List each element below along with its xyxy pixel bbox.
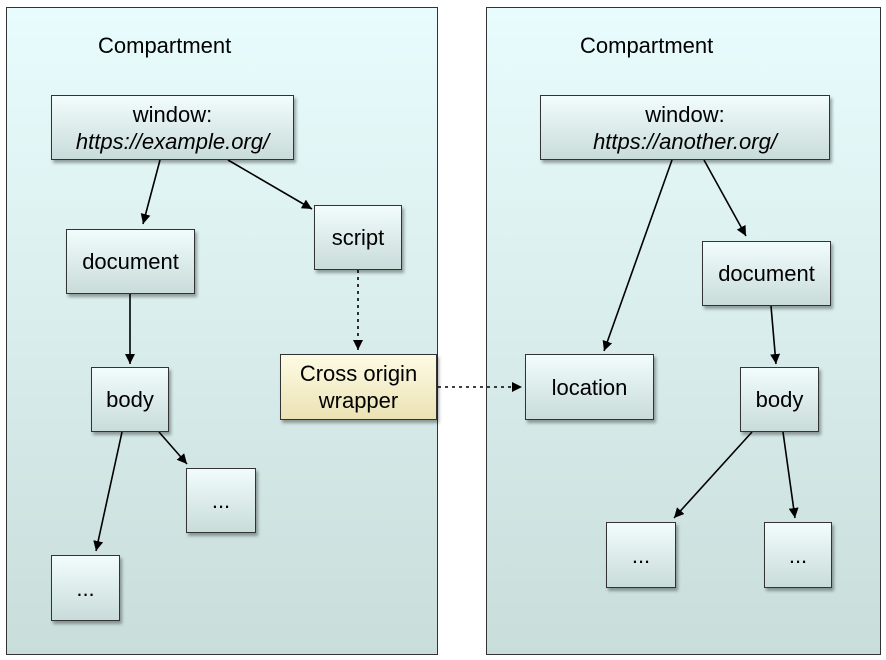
- right-document-node: document: [702, 241, 831, 306]
- right-document-label: document: [718, 261, 815, 286]
- left-compartment-title: Compartment: [98, 33, 232, 58]
- left-child-a-node: ...: [51, 555, 120, 621]
- right-window-url: https://another.org/: [593, 128, 777, 154]
- edge-body-child-a-left: [93, 431, 123, 552]
- script-node: script: [314, 205, 402, 270]
- edge-window-location: [602, 159, 673, 352]
- right-compartment-title: Compartment: [580, 33, 714, 58]
- left-child-b-node: ...: [186, 468, 256, 533]
- left-window-url: https://example.org/: [75, 128, 270, 154]
- edge-body-child-b-right: [782, 431, 799, 519]
- edge-document-body-right: [770, 305, 781, 365]
- left-child-b-label: ...: [211, 488, 231, 513]
- edge-window-document-left: [140, 159, 161, 225]
- edge-window-script: [227, 159, 313, 210]
- edge-window-document-right: [703, 159, 747, 237]
- left-document-label: document: [82, 249, 179, 274]
- left-body-label: body: [106, 387, 154, 412]
- edge-body-child-a-right: [673, 431, 753, 519]
- edge-body-child-b-left: [158, 431, 188, 465]
- right-body-node: body: [740, 367, 819, 432]
- left-window-node: window: https://example.org/: [51, 95, 294, 160]
- right-child-b-label: ...: [788, 542, 808, 568]
- right-child-b-node: ...: [764, 522, 832, 588]
- right-child-a-node: ...: [606, 522, 676, 588]
- location-node: location: [525, 354, 654, 420]
- left-window-label: window:: [132, 101, 213, 127]
- cross-origin-wrapper-node: Cross origin wrapper: [280, 354, 437, 420]
- left-document-node: document: [66, 229, 195, 294]
- location-label: location: [551, 374, 628, 400]
- right-body-label: body: [755, 387, 804, 412]
- right-child-a-label: ...: [631, 542, 651, 568]
- right-window-label: window:: [645, 101, 725, 127]
- left-body-node: body: [91, 367, 169, 432]
- right-window-node: window: https://another.org/: [540, 95, 830, 160]
- script-label: script: [331, 225, 385, 250]
- wrapper-line-2: wrapper: [318, 388, 399, 413]
- left-child-a-label: ...: [76, 575, 95, 601]
- wrapper-line-1: Cross origin: [299, 361, 418, 386]
